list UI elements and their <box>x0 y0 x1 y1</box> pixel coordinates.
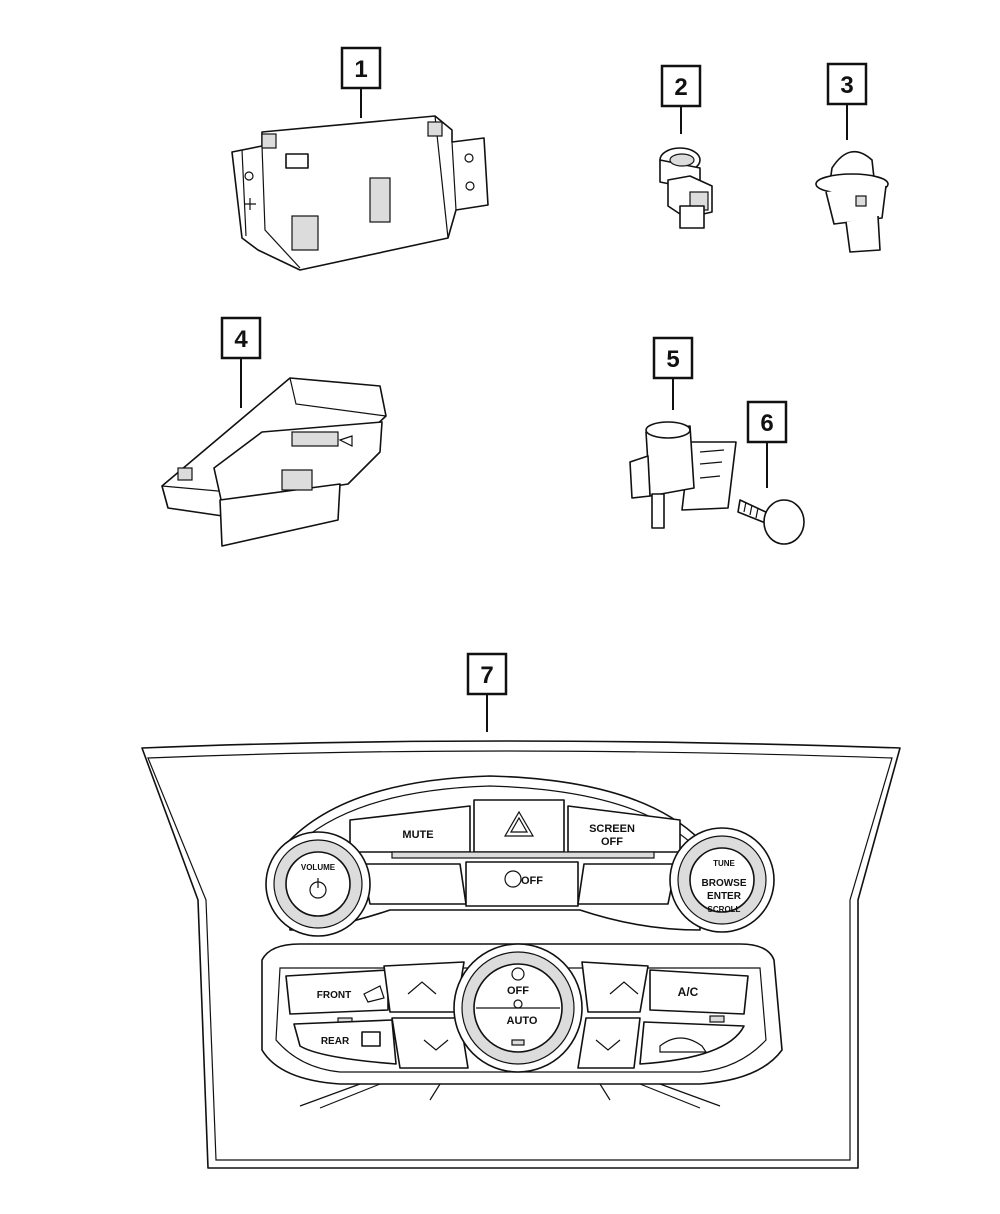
callout-3-label: 3 <box>840 72 853 99</box>
temp-left-down-shape <box>391 1017 469 1069</box>
rear-defrost-label[interactable]: REAR <box>321 1036 350 1047</box>
auto-label[interactable]: AUTO <box>507 1015 538 1027</box>
part-6-push-pin <box>737 499 805 545</box>
callout-3[interactable]: 3 <box>826 62 868 106</box>
front-defrost-button-shape <box>285 969 389 1015</box>
callout-2-label: 2 <box>674 74 687 101</box>
callout-5-label: 5 <box>666 346 679 373</box>
callout-1-label: 1 <box>354 56 367 83</box>
mute-label[interactable]: MUTE <box>402 829 433 841</box>
part-3-sensor <box>815 150 889 253</box>
recirc-button-shape <box>639 1021 745 1065</box>
callout-1[interactable]: 1 <box>340 46 382 90</box>
screen-off-label-line1[interactable]: SCREEN <box>589 823 635 835</box>
front-defrost-label[interactable]: FRONT <box>317 990 351 1001</box>
traction-off-button-shape <box>465 861 579 907</box>
part-1-module <box>231 115 489 271</box>
ac-button-shape <box>649 969 749 1015</box>
callout-5[interactable]: 5 <box>652 336 694 380</box>
callout-6[interactable]: 6 <box>746 400 788 444</box>
screen-off-label-line2[interactable]: OFF <box>601 836 623 848</box>
callout-2[interactable]: 2 <box>660 64 702 108</box>
part-7-control-panel <box>141 740 901 1169</box>
callout-7[interactable]: 7 <box>466 652 508 696</box>
browse-label[interactable]: BROWSE <box>702 878 747 889</box>
callout-4-label: 4 <box>234 326 248 353</box>
temp-left-up-shape <box>383 961 465 1013</box>
callout-7-label: 7 <box>480 662 493 689</box>
part-5-sensor <box>629 421 737 529</box>
traction-off-label[interactable]: OFF <box>521 875 543 887</box>
panel-labels: MUTE SCREEN OFF OFF VOLUME TUNE BROWSE E… <box>301 823 747 1047</box>
fan-off-label[interactable]: OFF <box>507 985 529 997</box>
part-4-switch <box>161 377 387 547</box>
volume-label[interactable]: VOLUME <box>301 863 336 872</box>
callout-6-label: 6 <box>760 410 773 437</box>
scroll-label[interactable]: SCROLL <box>708 905 741 914</box>
tune-label[interactable]: TUNE <box>713 859 735 868</box>
hazard-button-shape <box>473 799 565 853</box>
part-2-sensor <box>659 147 713 229</box>
ac-label[interactable]: A/C <box>678 985 699 999</box>
temp-right-up-shape <box>581 961 649 1013</box>
rear-defrost-button-shape <box>293 1019 397 1065</box>
callout-4[interactable]: 4 <box>220 316 262 360</box>
temp-right-down-shape <box>577 1017 641 1069</box>
enter-label[interactable]: ENTER <box>707 891 742 902</box>
